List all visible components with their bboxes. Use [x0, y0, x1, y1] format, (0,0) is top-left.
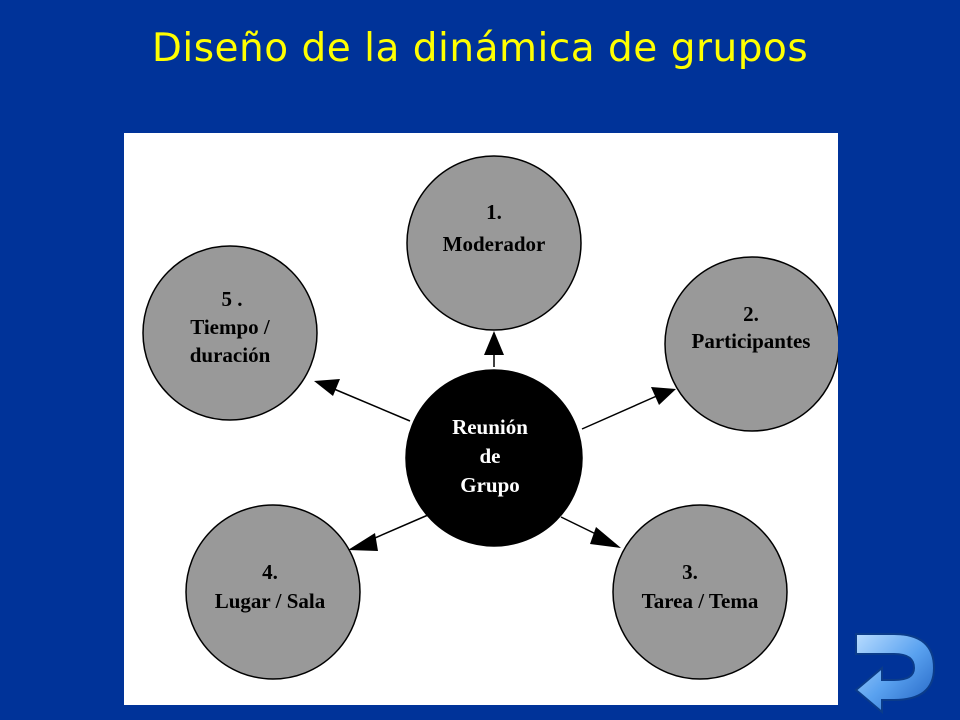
- return-button[interactable]: [850, 628, 942, 716]
- arrowhead-lugar: [348, 533, 378, 551]
- diagram-panel: 1. Moderador 2. Participantes 3. Tarea /…: [124, 133, 838, 705]
- node-tiempo-line-1: 5 .: [222, 287, 243, 311]
- node-tiempo-line-2: Tiempo /: [190, 315, 271, 339]
- arrowhead-tarea: [590, 527, 621, 548]
- node-lugar: 4. Lugar / Sala: [185, 504, 361, 680]
- group-dynamics-diagram: 1. Moderador 2. Participantes 3. Tarea /…: [142, 155, 838, 680]
- center-node-line-1: Reunión: [452, 415, 528, 439]
- node-tarea-line-1: 3.: [682, 560, 698, 584]
- node-moderador-line-1: 1.: [486, 200, 502, 224]
- node-tarea-line-2: Tarea / Tema: [642, 589, 759, 613]
- node-participantes-line-1: 2.: [743, 302, 759, 326]
- arrowhead-participantes: [651, 387, 676, 405]
- node-participantes-line-2: Participantes: [692, 329, 811, 353]
- node-tarea: 3. Tarea / Tema: [612, 504, 788, 680]
- node-moderador: 1. Moderador: [406, 155, 582, 331]
- return-arrow-icon: [854, 633, 936, 715]
- node-lugar-line-2: Lugar / Sala: [215, 589, 326, 613]
- arrow-to-participantes: [581, 394, 660, 430]
- node-tiempo: 5 . Tiempo / duración: [142, 245, 318, 421]
- node-lugar-line-1: 4.: [262, 560, 278, 584]
- center-node-line-2: de: [480, 444, 501, 468]
- node-participantes: 2. Participantes: [664, 256, 838, 432]
- node-moderador-line-2: Moderador: [443, 232, 546, 256]
- center-node: Reunión de Grupo: [405, 369, 583, 547]
- arrowhead-moderador: [484, 331, 504, 355]
- arrow-to-tiempo: [333, 388, 411, 422]
- node-tiempo-line-3: duración: [190, 343, 271, 367]
- slide-title: Diseño de la dinámica de grupos: [151, 26, 809, 71]
- center-node-line-3: Grupo: [460, 473, 520, 497]
- arrowhead-tiempo: [314, 379, 340, 396]
- connector-arrows: [314, 331, 676, 551]
- arrow-to-lugar: [367, 514, 429, 542]
